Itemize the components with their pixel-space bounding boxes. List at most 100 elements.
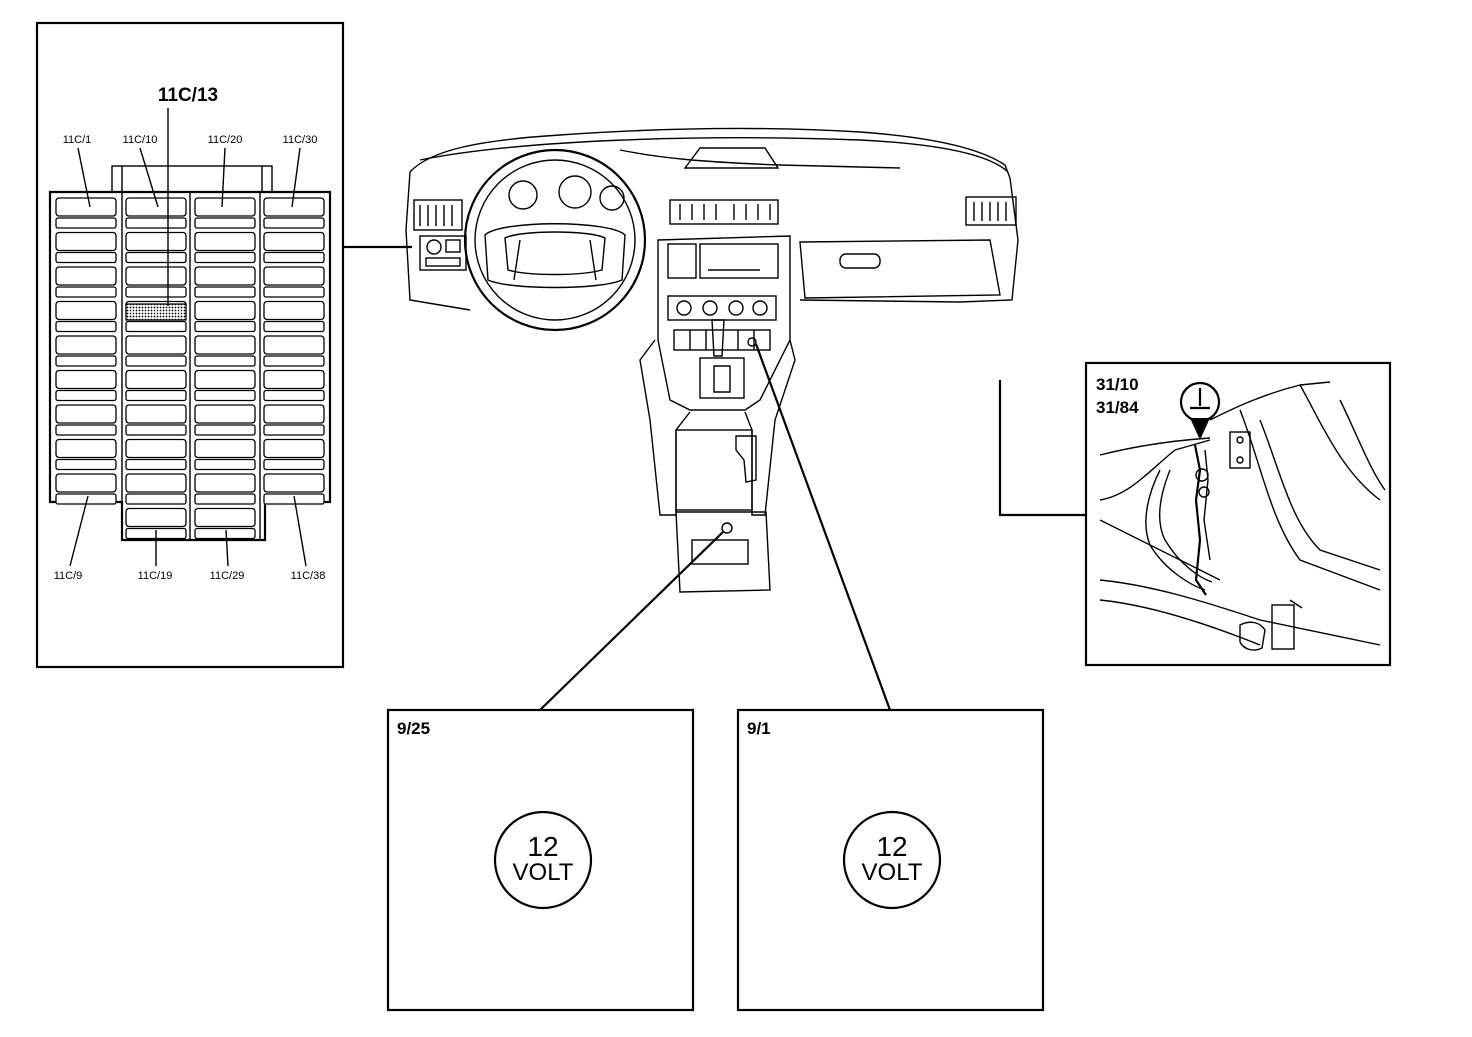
highlighted-fuse-11c13 [125, 303, 187, 321]
ground-point-panel: 31/10 31/84 [1084, 361, 1392, 667]
ground-label-1: 31/10 [1096, 375, 1139, 394]
fuse-label-top-3: 11C/20 [208, 134, 243, 146]
fuse-label-bottom-3: 11C/29 [210, 570, 245, 582]
rear-outlet-leader [539, 531, 724, 711]
fuse-slot-lower [194, 251, 256, 264]
fuse-slot-lower [55, 320, 117, 333]
outlet-panel-rear: 9/25 12 VOLT [386, 708, 695, 1012]
ground-panel-connector [998, 380, 1086, 517]
fuse-slot [263, 473, 325, 493]
fuse-slot [263, 335, 325, 355]
fuse-slot-lower [263, 286, 325, 298]
fuse-slot-lower [194, 355, 256, 367]
fuse-label-top-4: 11C/30 [283, 134, 318, 146]
fuse-slot [263, 404, 325, 424]
fuse-slot [125, 231, 187, 252]
fuse-slot [263, 369, 325, 390]
fuse-slot-lower [125, 217, 187, 229]
fuse-slot-lower [263, 355, 325, 367]
fuse-slot [263, 438, 325, 459]
twelve-volt-socket-icon [842, 810, 942, 910]
fuse-slot [125, 266, 187, 286]
fuse-slot [263, 300, 325, 321]
fuse-slot-lower [125, 355, 187, 367]
fuse-slot-lower [194, 458, 256, 471]
fuse-leader-lines [69, 108, 307, 567]
fuse-slot-lower [194, 389, 256, 402]
fuse-slot [263, 266, 325, 286]
outlet-front-label: 9/1 [747, 719, 771, 738]
fuse-slot [55, 369, 117, 390]
fuse-slot [194, 335, 256, 355]
fuse-label-top-2: 11C/10 [123, 134, 158, 146]
fuse-slot-lower [125, 251, 187, 264]
fuse-slot [263, 231, 325, 252]
fuse-slot-lower [55, 286, 117, 298]
fuse-slot [125, 438, 187, 459]
fuse-slot-lower [55, 355, 117, 367]
fuse-slot [55, 438, 117, 459]
outlet-rear-label: 9/25 [397, 719, 430, 738]
fuse-box [48, 165, 332, 542]
front-outlet-leader [754, 343, 892, 711]
fuse-slot-lower [125, 493, 187, 505]
ground-location-illustration [1099, 381, 1386, 651]
fuse-slot [194, 266, 256, 286]
fuse-slot-lower [125, 286, 187, 298]
fuse-slot-lower [263, 389, 325, 402]
fuse-slot-lower [55, 251, 117, 264]
fuse-slot-lower [194, 286, 256, 298]
fuse-slot-lower [55, 458, 117, 471]
fuse-slot-lower [125, 458, 187, 471]
fuse-slot [194, 197, 256, 217]
fuse-slot-lower [125, 389, 187, 402]
fuse-slot-lower [55, 389, 117, 402]
fuse-slot [55, 335, 117, 355]
fuse-slot-lower [55, 217, 117, 229]
fuse-slot-lower [194, 320, 256, 333]
fuse-slot-lower [194, 493, 256, 505]
fuse-slot [194, 300, 256, 321]
fuse-label-bottom-2: 11C/19 [138, 570, 173, 582]
fuse-label-top-1: 11C/1 [63, 134, 92, 146]
fuse-slot-lower [55, 424, 117, 436]
fuse-slot-lower [263, 320, 325, 333]
outlet-rear-volt-text: VOLT [513, 859, 574, 886]
fuse-slot [194, 231, 256, 252]
fuse-slot-lower [194, 527, 256, 540]
fuse-slot [194, 369, 256, 390]
fuse-slot [125, 369, 187, 390]
fuse-label-bottom-1: 11C/9 [54, 570, 83, 582]
dashboard-illustration [405, 127, 1019, 593]
fuse-slot-lower [125, 424, 187, 436]
fuse-slot-lower [194, 217, 256, 229]
outlet-front-voltage: 12 [876, 831, 907, 862]
fuse-label-bottom-4: 11C/38 [291, 570, 326, 582]
fuse-slot-lower [263, 424, 325, 436]
fuse-slot-lower [263, 251, 325, 264]
fuse-slot [263, 197, 325, 217]
fuse-slot [125, 507, 187, 528]
outlet-rear-voltage: 12 [527, 831, 558, 862]
fuse-box-panel: 11C/13 11C/1 11C/10 11C/20 11C/30 11C/9 … [35, 21, 345, 669]
outlet-front-volt-text: VOLT [862, 859, 923, 886]
fuse-callout-label: 11C/13 [158, 85, 218, 106]
fuse-slot-lower [263, 458, 325, 471]
fuse-slot [55, 197, 117, 217]
twelve-volt-socket-icon [493, 810, 593, 910]
outlet-panel-front: 9/1 12 VOLT [736, 708, 1045, 1012]
fuse-slot [55, 404, 117, 424]
front-power-outlet-marker [747, 337, 757, 347]
fuse-slot [194, 473, 256, 493]
fuse-slot [194, 507, 256, 528]
fuse-slot [125, 404, 187, 424]
fuse-slot [194, 404, 256, 424]
fuse-slot [55, 266, 117, 286]
fuse-slot [194, 438, 256, 459]
fuse-slot [125, 335, 187, 355]
rear-power-outlet-marker [721, 522, 733, 534]
ground-symbol-icon [1179, 381, 1221, 440]
fuse-slot [55, 300, 117, 321]
fuse-slot [125, 197, 187, 217]
